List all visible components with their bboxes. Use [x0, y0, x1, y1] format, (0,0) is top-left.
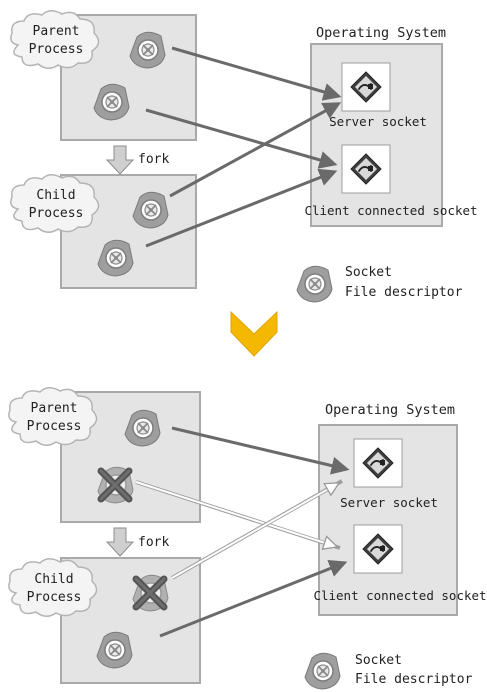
parent-to-server-arrow [171, 426, 350, 475]
client-socket-icon [353, 524, 403, 574]
child-to-client-arrow [159, 559, 348, 638]
child-label-line1: Child [34, 572, 73, 587]
transition-arrow [230, 310, 278, 357]
child-closed-fd-icon [133, 575, 168, 611]
os-title: Operating System [316, 25, 446, 41]
legend-line1: Socket [355, 653, 402, 668]
parent-label-line2: Process [29, 42, 84, 57]
server-socket-icon [353, 438, 403, 488]
bottom-panel: Operating System Parent Process Child Pr… [8, 386, 487, 690]
parent-label-line2: Process [27, 419, 82, 434]
os-title: Operating System [325, 402, 455, 418]
child-cloud [10, 173, 100, 234]
legend-line2: File descriptor [355, 672, 473, 687]
fork-arrow [105, 145, 135, 175]
legend-fd-icon [296, 265, 333, 303]
legend-line1: Socket [345, 265, 392, 280]
client-socket-label: Client connected socket [304, 203, 477, 218]
child-label-line1: Child [36, 188, 75, 203]
closed-child-to-server-arrow-inner [171, 484, 338, 579]
server-socket-label: Server socket [329, 114, 427, 129]
child-to-client-arrow [145, 168, 338, 248]
server-socket-label: Server socket [340, 495, 438, 510]
legend-line2: File descriptor [345, 285, 463, 300]
fork-label: fork [138, 535, 169, 550]
fork-label: fork [138, 152, 169, 167]
fork-arrow [105, 527, 135, 557]
legend-fd-icon [304, 652, 341, 690]
parent-to-server-arrow [171, 46, 342, 101]
parent-label-line1: Parent [31, 401, 78, 416]
parent-cloud [8, 386, 98, 447]
child-label-line2: Process [27, 590, 82, 605]
parent-closed-fd-icon [98, 467, 133, 503]
child-cloud [8, 557, 98, 618]
server-socket-icon [341, 62, 391, 112]
parent-cloud [10, 9, 100, 70]
child-to-server-arrow [169, 102, 342, 198]
client-socket-icon [341, 144, 391, 194]
closed-parent-to-client-arrow-inner [135, 481, 336, 547]
parent-label-line1: Parent [33, 24, 80, 39]
child-label-line2: Process [29, 206, 84, 221]
client-socket-label: Client connected socket [313, 588, 486, 603]
parent-to-client-arrow [145, 108, 338, 169]
top-panel: Operating System Parent Process Child Pr… [10, 9, 478, 303]
